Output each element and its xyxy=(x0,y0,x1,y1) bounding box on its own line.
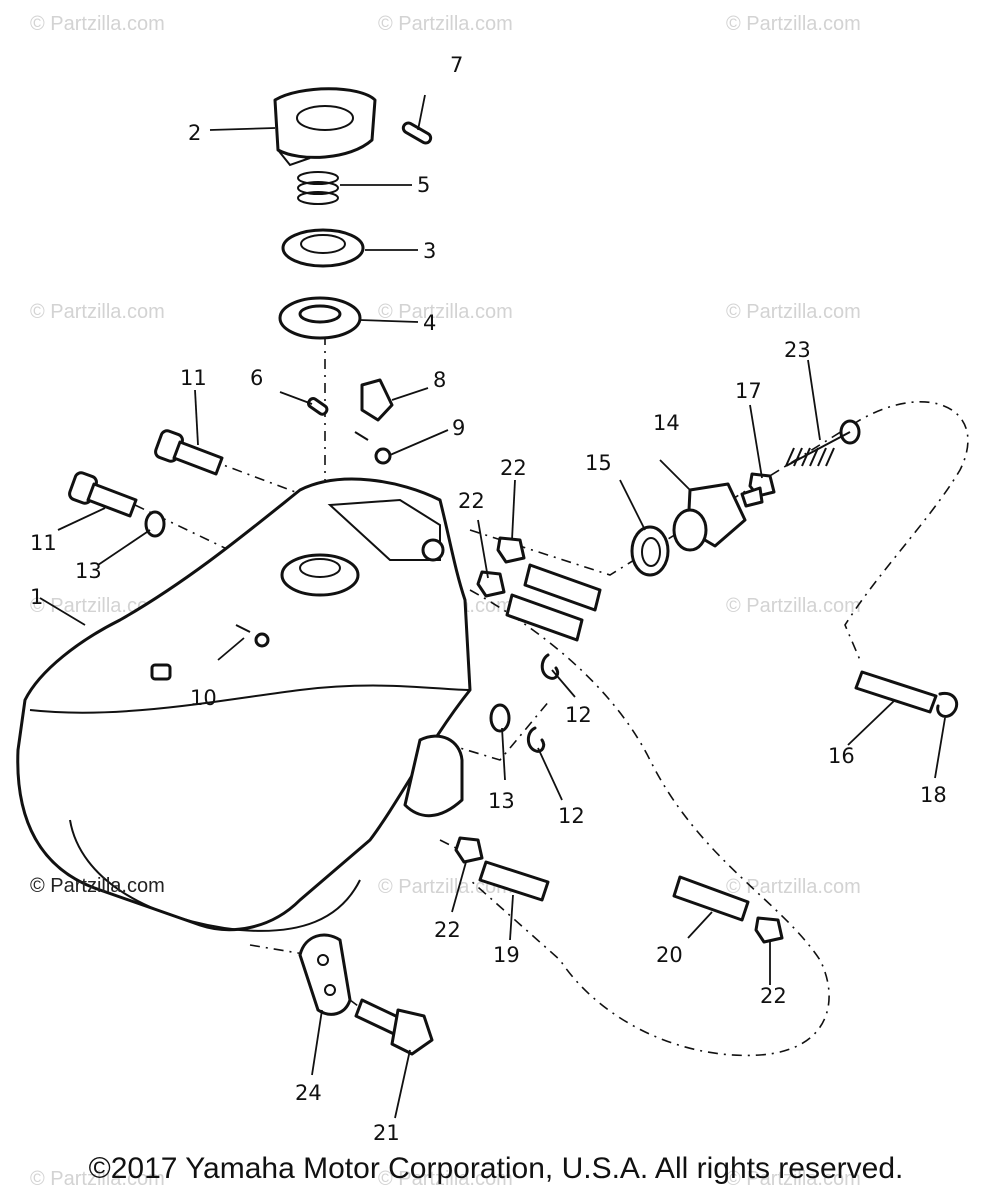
callout-14: 14 xyxy=(653,411,680,435)
callout-24: 24 xyxy=(295,1081,322,1105)
callout-23: 23 xyxy=(784,338,811,362)
spring xyxy=(785,419,861,467)
clip xyxy=(307,397,329,416)
fuel-tank xyxy=(16,477,472,932)
callout-6: 6 xyxy=(250,366,263,390)
fuel-cock xyxy=(672,482,764,552)
callout-12: 12 xyxy=(565,703,592,727)
callout-4: 4 xyxy=(423,311,436,335)
nut xyxy=(374,447,392,465)
watermark: © Partzilla.com xyxy=(726,595,861,617)
callout-2: 2 xyxy=(188,121,201,145)
bracket xyxy=(360,378,394,422)
watermark: © Partzilla.com xyxy=(378,876,513,898)
watermark: © Partzilla.com xyxy=(726,876,861,898)
o-ring xyxy=(630,525,670,577)
cap-seal-ring xyxy=(278,296,362,340)
callout-9: 9 xyxy=(452,416,465,440)
watermark: © Partzilla.com xyxy=(726,13,861,35)
hose xyxy=(478,860,550,902)
plate xyxy=(298,933,352,1016)
watermark: © Partzilla.com xyxy=(378,301,513,323)
hose xyxy=(854,670,938,714)
callout-20: 20 xyxy=(656,943,683,967)
watermark: © Partzilla.com xyxy=(30,875,165,897)
clip xyxy=(936,691,959,718)
hose-clamps xyxy=(454,472,784,944)
plate-hole xyxy=(317,954,329,966)
cap-spring xyxy=(297,171,339,205)
assembly-lines xyxy=(134,335,969,1057)
callout-labels: 1 2 3 4 5 6 7 8 9 10 11 11 12 12 13 13 1… xyxy=(30,53,947,1145)
callout-11: 11 xyxy=(30,531,57,555)
bolt-lower xyxy=(68,471,138,518)
callout-16: 16 xyxy=(828,744,855,768)
callout-3: 3 xyxy=(423,239,436,263)
circlip xyxy=(526,726,546,753)
watermark: © Partzilla.com xyxy=(30,301,165,323)
callout-7: 7 xyxy=(450,53,463,77)
nut-washer xyxy=(354,431,369,441)
copyright-notice: ©2017 Yamaha Motor Corporation, U.S.A. A… xyxy=(88,1152,904,1185)
washer xyxy=(144,510,166,538)
watermark: © Partzilla.com xyxy=(378,13,513,35)
callout-17: 17 xyxy=(735,379,762,403)
tank-cap xyxy=(273,87,377,167)
callout-1: 1 xyxy=(30,585,43,609)
callout-11: 11 xyxy=(180,366,207,390)
washer xyxy=(489,703,511,733)
callout-19: 19 xyxy=(493,943,520,967)
fastener-clip xyxy=(235,624,251,633)
fastener xyxy=(254,632,270,648)
callout-21: 21 xyxy=(373,1121,400,1145)
callout-15: 15 xyxy=(585,451,612,475)
pin xyxy=(401,121,433,145)
o-ring-inner xyxy=(641,537,661,567)
watermark: © Partzilla.com xyxy=(30,1168,165,1190)
plate-hole xyxy=(324,984,336,996)
callout-10: 10 xyxy=(190,686,217,710)
callout-22: 22 xyxy=(500,456,527,480)
watermark: © Partzilla.com xyxy=(726,301,861,323)
hose xyxy=(672,875,750,922)
callout-13: 13 xyxy=(488,789,515,813)
cap-gasket-seat xyxy=(281,228,365,268)
callout-18: 18 xyxy=(920,783,947,807)
watermark: © Partzilla.com xyxy=(726,1168,861,1190)
watermark: © Partzilla.com xyxy=(30,13,165,35)
mount-bolt xyxy=(354,998,434,1056)
callout-22: 22 xyxy=(760,984,787,1008)
leader-lines xyxy=(39,94,946,1119)
hose xyxy=(523,563,602,612)
callout-13: 13 xyxy=(75,559,102,583)
hose xyxy=(505,593,584,642)
bolt-upper xyxy=(154,429,224,476)
callout-22: 22 xyxy=(434,918,461,942)
callout-5: 5 xyxy=(417,173,430,197)
watermark: © Partzilla.com xyxy=(378,1168,513,1190)
callout-12: 12 xyxy=(558,804,585,828)
callout-8: 8 xyxy=(433,368,446,392)
callout-22: 22 xyxy=(458,489,485,513)
